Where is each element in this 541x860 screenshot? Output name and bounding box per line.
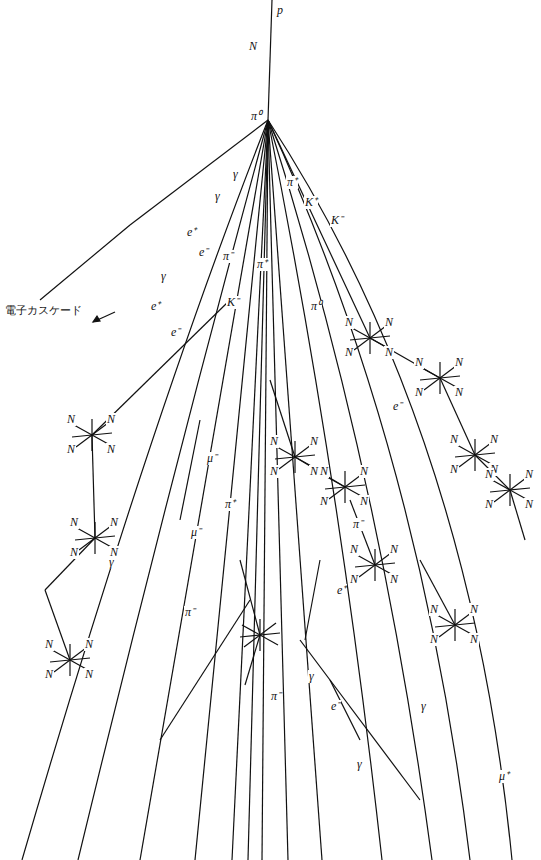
- particle-label: π⁺: [256, 258, 268, 271]
- particle-label: N: [489, 433, 499, 446]
- particle-label: π⁰: [310, 300, 322, 313]
- particle-label: N: [454, 386, 464, 399]
- particle-label: π⁺: [286, 176, 298, 189]
- particle-label: μ⁻: [190, 526, 202, 539]
- particle-label: γ: [160, 270, 167, 283]
- particle-label: N: [269, 435, 279, 448]
- particle-label: N: [449, 463, 459, 476]
- particle-label: γ: [356, 758, 363, 771]
- particle-label: N: [44, 638, 54, 651]
- particle-label: N: [429, 603, 439, 616]
- particle-label: π⁻: [352, 518, 364, 531]
- particle-label: N: [524, 498, 534, 511]
- particle-label: N: [469, 633, 479, 646]
- particle-label: N: [349, 543, 359, 556]
- particle-label: N: [84, 668, 94, 681]
- particle-label: e⁻: [392, 400, 403, 413]
- particle-label: μ⁻: [206, 452, 218, 465]
- particle-label: μ⁺: [498, 770, 510, 783]
- particle-label: π⁻: [270, 690, 282, 703]
- particle-label: N: [106, 413, 116, 426]
- particle-label: e⁻: [170, 326, 181, 339]
- particle-label: e⁻: [198, 246, 209, 259]
- particle-label: N: [319, 495, 329, 508]
- particle-label: K⁺: [304, 196, 318, 209]
- particle-label: N: [66, 443, 76, 456]
- particle-label: N: [309, 435, 319, 448]
- particle-label: γ: [214, 190, 221, 203]
- particle-label: N: [84, 638, 94, 651]
- particle-label: π⁻: [222, 250, 234, 263]
- particle-label: N: [429, 633, 439, 646]
- particle-label: π⁻: [184, 606, 196, 619]
- particle-label: N: [248, 40, 258, 53]
- particle-label: N: [69, 546, 79, 559]
- particle-label: N: [106, 443, 116, 456]
- particle-label: N: [384, 316, 394, 329]
- particle-label: N: [469, 603, 479, 616]
- particle-label: N: [66, 413, 76, 426]
- particle-label: N: [484, 498, 494, 511]
- particle-label: π⁺: [224, 498, 236, 511]
- particle-label: N: [359, 465, 369, 478]
- particle-label: K⁻: [330, 214, 344, 227]
- particle-label: N: [269, 465, 279, 478]
- particle-label: π⁰: [250, 110, 262, 123]
- particle-label: γ: [308, 670, 315, 683]
- particle-label: 電子カスケード: [4, 304, 83, 317]
- particle-label: N: [389, 543, 399, 556]
- particle-label: γ: [232, 168, 239, 181]
- particle-label: N: [524, 468, 534, 481]
- particle-label: N: [449, 433, 459, 446]
- particle-label: N: [414, 386, 424, 399]
- particle-label: N: [109, 546, 119, 559]
- particle-label: N: [309, 465, 319, 478]
- particle-label: N: [484, 468, 494, 481]
- particle-label: p: [276, 4, 284, 17]
- particle-label: N: [389, 573, 399, 586]
- particle-label: N: [69, 516, 79, 529]
- particle-label: N: [454, 356, 464, 369]
- particle-label: N: [344, 316, 354, 329]
- particle-label: N: [359, 495, 369, 508]
- particle-label: e⁺: [186, 226, 197, 239]
- particle-label: K⁻: [226, 296, 240, 309]
- particle-label: N: [384, 346, 394, 359]
- particle-label: e⁺: [336, 584, 347, 597]
- particle-label: e⁻: [330, 700, 341, 713]
- particle-label: γ: [420, 700, 427, 713]
- particle-label: N: [109, 516, 119, 529]
- particle-label: e⁺: [150, 300, 161, 313]
- particle-label: N: [414, 356, 424, 369]
- particle-label: N: [44, 668, 54, 681]
- particle-label: N: [344, 346, 354, 359]
- particle-label: N: [349, 573, 359, 586]
- particle-label: N: [319, 465, 329, 478]
